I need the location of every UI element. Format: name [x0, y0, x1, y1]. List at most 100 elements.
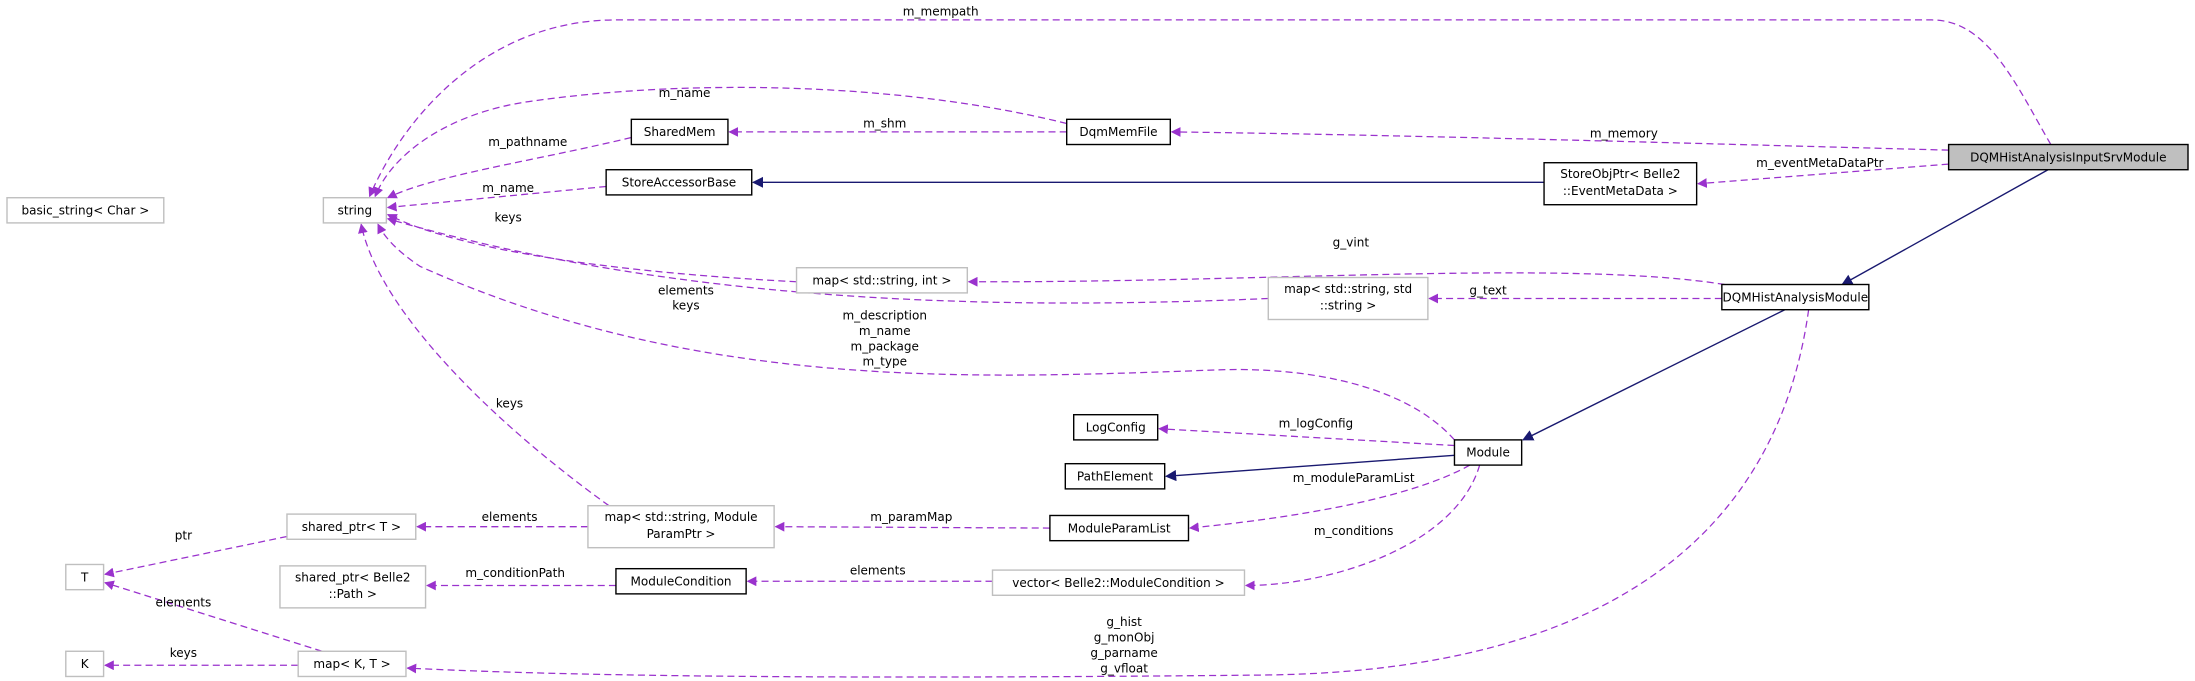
label-m-conditions: m_conditions	[1314, 524, 1394, 538]
label-keys: keys	[170, 646, 197, 660]
edges	[104, 19, 2052, 678]
label-ptr: ptr	[175, 528, 192, 542]
label-g-hist: g_hist	[1106, 615, 1142, 629]
label-g-text: g_text	[1469, 283, 1507, 297]
node-label: K	[81, 657, 90, 671]
node-module-condition[interactable]: ModuleCondition	[615, 567, 747, 595]
node-map-string-int[interactable]: map< std::string, int >	[795, 267, 969, 294]
label-m-condition-path: m_conditionPath	[465, 566, 565, 580]
node-label: SharedMem	[644, 125, 716, 139]
edge-map-str-str	[386, 216, 1269, 304]
edge-dqm-module-inherit	[1522, 309, 1786, 441]
node-label: StoreObjPtr< Belle2	[1560, 167, 1680, 181]
node-basic-string[interactable]: basic_string< Char >	[6, 197, 165, 224]
edge-module-strings	[377, 223, 1455, 441]
edge-m-name-dqm	[373, 86, 1067, 198]
label-m-memory: m_memory	[1590, 127, 1658, 141]
node-shared-ptr-t[interactable]: shared_ptr< T >	[286, 513, 417, 540]
node-label: string	[338, 204, 373, 218]
edge-m-log-config	[1158, 424, 1455, 447]
edge-m-event-meta-data-ptr	[1697, 163, 1949, 188]
label-m-module-param-list: m_moduleParamList	[1293, 471, 1415, 485]
label-m-description: m_description	[842, 309, 927, 323]
label-keys: keys	[496, 397, 523, 411]
node-log-config[interactable]: LogConfig	[1073, 413, 1159, 441]
edge-elements-map-kt	[104, 580, 323, 652]
node-label: PathElement	[1077, 469, 1153, 483]
node-t[interactable]: T	[65, 563, 105, 591]
label-elements: elements	[658, 283, 714, 297]
label-m-pathname: m_pathname	[488, 135, 567, 149]
node-string[interactable]: string	[322, 197, 388, 224]
edge-ptr	[104, 535, 288, 578]
label-m-name: m_name	[482, 181, 534, 195]
edge-m-param-map	[774, 521, 1050, 532]
node-dqm-hist-analysis-input-srv-module[interactable]: DQMHistAnalysisInputSrvModule	[1947, 143, 2189, 171]
edge-m-conditions	[1244, 464, 1481, 591]
node-label: vector< Belle2::ModuleCondition >	[1012, 576, 1224, 590]
label-g-mon-obj: g_monObj	[1094, 630, 1155, 644]
node-label: ::string >	[1320, 299, 1376, 313]
node-label: DqmMemFile	[1079, 125, 1157, 139]
label-m-mempath: m_mempath	[903, 5, 979, 19]
label-m-name: m_name	[859, 324, 911, 338]
edge-g-vint	[967, 272, 1725, 287]
edge-labels: m_mempath m_name m_shm m_memory m_pathna…	[155, 5, 1883, 676]
label-m-param-map: m_paramMap	[870, 510, 952, 524]
edge-keys-param-map	[358, 223, 610, 507]
node-map-k-t[interactable]: map< K, T >	[297, 650, 407, 678]
node-k[interactable]: K	[65, 650, 105, 678]
edge-keys-map-int	[386, 213, 797, 283]
node-label: Module	[1466, 446, 1510, 460]
node-module-param-list[interactable]: ModuleParamList	[1049, 514, 1190, 542]
node-vector-module-condition[interactable]: vector< Belle2::ModuleCondition >	[991, 569, 1246, 596]
label-m-package: m_package	[850, 339, 918, 353]
node-label: basic_string< Char >	[22, 204, 150, 218]
edge-input-srv-inherit	[1841, 169, 2049, 286]
edge-path-element-inherit	[1164, 454, 1455, 482]
node-label: ModuleCondition	[631, 574, 732, 588]
label-m-name: m_name	[659, 86, 711, 100]
label-g-parname: g_parname	[1090, 646, 1157, 660]
edge-m-mempath	[368, 19, 2052, 198]
edge-m-name-sab	[386, 185, 607, 212]
edge-m-module-param-list	[1188, 464, 1471, 533]
node-label: LogConfig	[1086, 420, 1146, 434]
node-shared-mem[interactable]: SharedMem	[630, 118, 729, 146]
node-label: ::EventMetaData >	[1563, 184, 1678, 198]
label-m-log-config: m_logConfig	[1279, 416, 1354, 430]
label-m-shm: m_shm	[863, 117, 906, 131]
node-dqm-mem-file[interactable]: DqmMemFile	[1066, 118, 1171, 146]
node-label: map< std::string, std	[1284, 282, 1412, 296]
node-label: ModuleParamList	[1068, 521, 1171, 535]
label-g-vint: g_vint	[1333, 236, 1370, 250]
node-label: StoreAccessorBase	[622, 176, 736, 190]
node-label: DQMHistAnalysisInputSrvModule	[1970, 150, 2166, 164]
nodes: basic_string< Char > string SharedMem St…	[6, 118, 2189, 678]
node-shared-ptr-path[interactable]: shared_ptr< Belle2::Path >	[279, 565, 427, 609]
node-label: ParamPtr >	[647, 527, 716, 541]
label-elements: elements	[155, 595, 211, 609]
label-m-event-meta-data-ptr: m_eventMetaDataPtr	[1756, 156, 1883, 170]
node-path-element[interactable]: PathElement	[1064, 462, 1166, 490]
node-label: shared_ptr< Belle2	[295, 570, 410, 584]
label-m-type: m_type	[862, 355, 907, 369]
node-label: ::Path >	[329, 587, 377, 601]
node-label: T	[80, 570, 89, 584]
label-keys: keys	[495, 211, 522, 225]
node-label: shared_ptr< T >	[302, 520, 401, 534]
node-dqm-hist-analysis-module[interactable]: DQMHistAnalysisModule	[1721, 283, 1870, 311]
node-store-obj-ptr[interactable]: StoreObjPtr< Belle2::EventMetaData >	[1543, 162, 1698, 206]
edge-m-pathname	[386, 136, 632, 199]
label-keys: keys	[672, 299, 699, 313]
node-map-string-string[interactable]: map< std::string, std::string >	[1267, 276, 1429, 321]
label-elements: elements	[482, 510, 538, 524]
label-g-vfloat: g_vfloat	[1100, 661, 1148, 675]
node-store-accessor-base[interactable]: StoreAccessorBase	[605, 169, 753, 196]
node-label: map< std::string, int >	[812, 274, 951, 288]
node-module[interactable]: Module	[1453, 439, 1523, 466]
node-label: DQMHistAnalysisModule	[1723, 290, 1869, 304]
edge-m-memory	[1170, 127, 1949, 151]
